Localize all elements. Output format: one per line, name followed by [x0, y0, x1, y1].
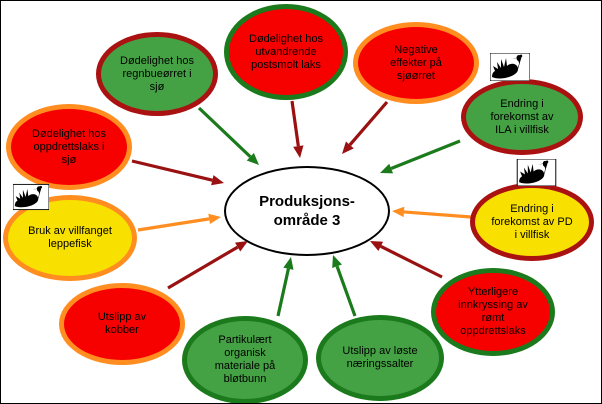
node-label: Utslipp av løste næringssalter	[342, 345, 418, 370]
arrow-doedelighet-postsmolt	[290, 100, 300, 147]
node-label: Negative effekter på sjøørret	[390, 43, 442, 82]
arrow-utslipp-naeringssalter	[335, 265, 357, 317]
arrowhead-endring-ila-villfisk	[380, 163, 394, 174]
node-label: Ytterligere innkryssing av rømt oppdrett…	[458, 286, 528, 337]
node-endring-ila-villfisk: Endring i forekomst av ILA i villfisk	[461, 79, 583, 155]
node-label: Utslipp av kobber	[97, 311, 147, 336]
arrow-utslipp-kobber	[167, 245, 239, 290]
arrow-bruk-leppefisk	[137, 217, 210, 232]
node-negative-effekter-sjoorret: Negative effekter på sjøørret	[353, 22, 479, 104]
arrow-ytterligere-innkryssing	[380, 244, 443, 279]
node-label: Partikulært organisk materiale på bløtbu…	[214, 334, 276, 385]
arrowhead-partikulaert-organisk	[283, 257, 294, 270]
black-swan-icon	[490, 53, 530, 81]
arrow-doedelighet-oppdrettslaks	[131, 159, 213, 182]
node-label: Dødelighet hos regnbueørret i sjø	[120, 54, 194, 93]
node-doedelighet-oppdrettslaks: Dødelighet hos oppdrettslaks i sjø	[6, 104, 132, 190]
center-node-produksjonsomrade: Produksjons- område 3	[224, 166, 390, 256]
node-ytterligere-innkryssing: Ytterligere innkryssing av rømt oppdrett…	[431, 268, 555, 356]
node-label: Dødelighet hos utvandrende postsmolt lak…	[249, 32, 323, 71]
node-doedelighet-postsmolt: Dødelighet hos utvandrende postsmolt lak…	[224, 4, 348, 100]
arrow-negative-effekter-sjoorret	[348, 100, 389, 146]
arrowhead-negative-effekter-sjoorret	[342, 141, 354, 154]
arrowhead-ytterligere-innkryssing	[370, 241, 384, 252]
black-swan-icon	[13, 183, 49, 211]
arrowhead-doedelighet-oppdrettslaks	[211, 175, 224, 186]
arrowhead-utslipp-naeringssalter	[332, 255, 342, 269]
arrowhead-endring-pd-villfisk	[392, 206, 405, 218]
arrowhead-utslipp-kobber	[235, 241, 248, 252]
node-partikulaert-organisk: Partikulært organisk materiale på bløtbu…	[182, 316, 308, 403]
arrowhead-doedelighet-regnbueorret	[246, 152, 259, 165]
arrow-endring-pd-villfisk	[403, 210, 472, 219]
node-utslipp-naeringssalter: Utslipp av løste næringssalter	[316, 315, 444, 401]
arrow-endring-ila-villfisk	[390, 139, 461, 171]
node-endring-pd-villfisk: Endring i forekomst av PD i villfisk	[470, 183, 594, 261]
arrowhead-bruk-leppefisk	[208, 213, 221, 224]
arrow-partikulaert-organisk	[276, 268, 290, 317]
black-swan-icon	[516, 159, 557, 186]
node-doedelighet-regnbueorret: Dødelighet hos regnbueørret i sjø	[96, 32, 218, 116]
node-label: Endring i forekomst av ILA i villfisk	[490, 97, 554, 136]
center-node-label: Produksjons- område 3	[259, 193, 355, 229]
node-label: Endring i forekomst av PD i villfisk	[491, 202, 573, 241]
arrow-doedelighet-regnbueorret	[197, 106, 252, 158]
arrowhead-doedelighet-postsmolt	[293, 145, 304, 158]
node-label: Bruk av villfanget leppefisk	[28, 225, 112, 250]
node-utslipp-kobber: Utslipp av kobber	[59, 283, 185, 365]
node-label: Dødelighet hos oppdrettslaks i sjø	[32, 127, 106, 166]
